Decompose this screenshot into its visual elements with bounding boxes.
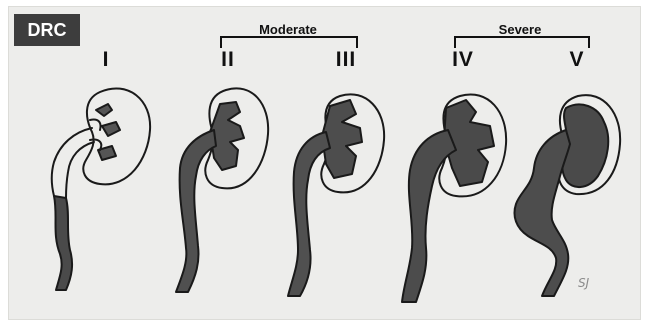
- kidney-grade-3: [288, 94, 384, 296]
- kidney-grade-4: [402, 94, 506, 302]
- artist-signature: SJ: [578, 276, 589, 290]
- kidney-grade-1: [52, 88, 150, 290]
- kidney-grade-5: [515, 95, 621, 296]
- kidney-grade-2: [176, 88, 268, 292]
